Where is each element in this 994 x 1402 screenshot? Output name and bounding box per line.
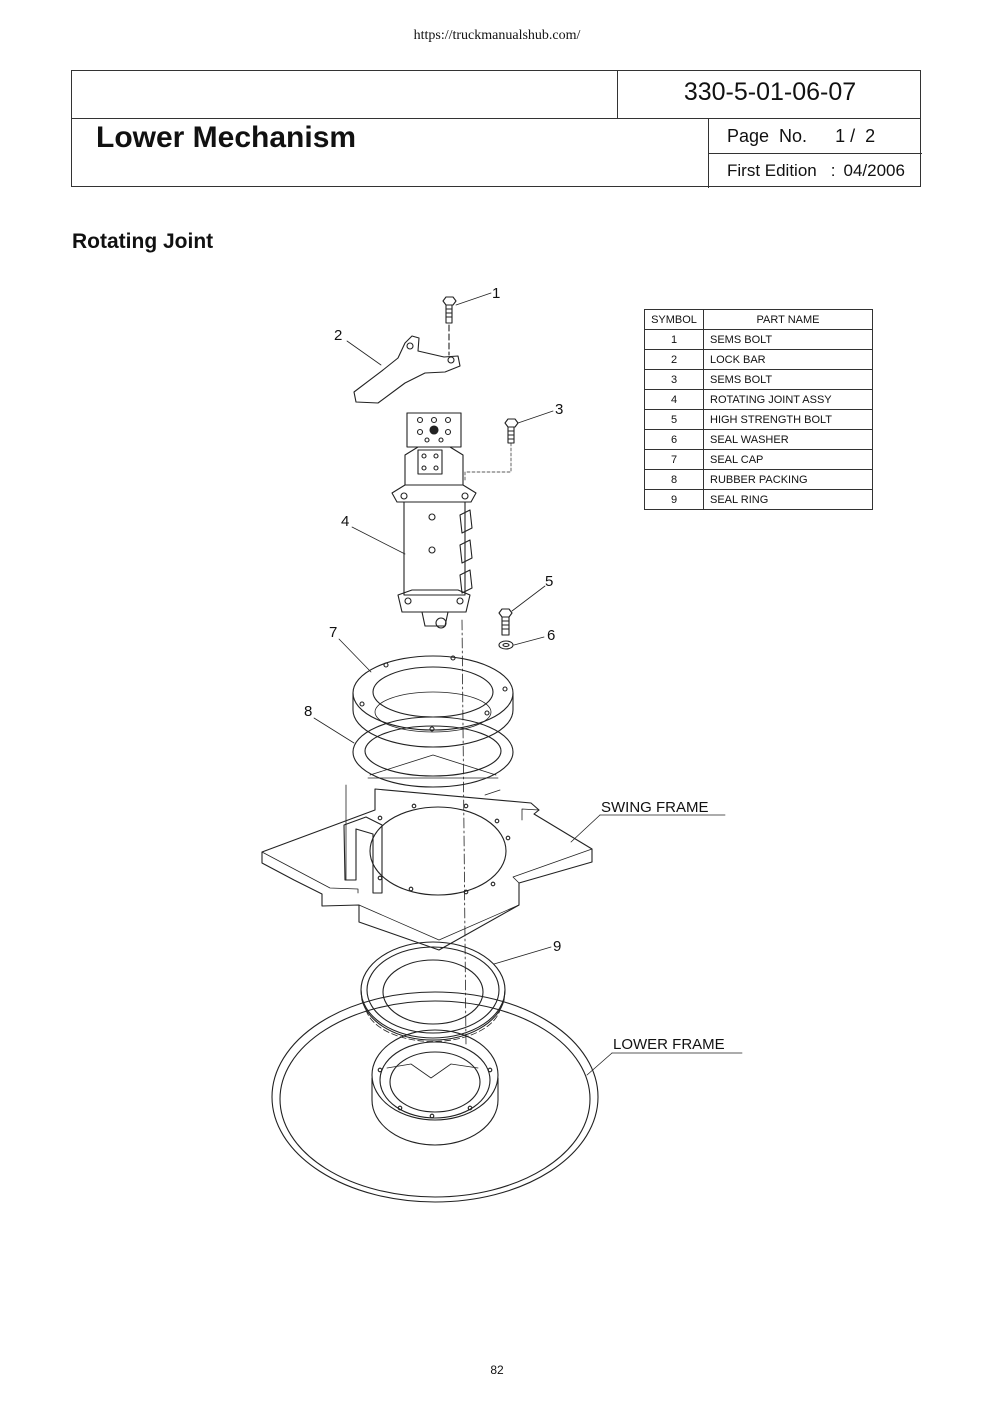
swing-frame-part [261, 784, 593, 951]
part-name-cell: SEAL RING [703, 489, 873, 510]
callout-5: 5 [545, 573, 553, 590]
symbol-header: SYMBOL [644, 309, 704, 330]
part-name-cell: SEMS BOLT [703, 329, 873, 350]
lower-frame-part [271, 991, 599, 1203]
high-strength-bolt-part [498, 608, 513, 636]
part-name-cell: RUBBER PACKING [703, 469, 873, 490]
document-number: 330-5-01-06-07 [683, 78, 857, 106]
part-name-cell: SEMS BOLT [703, 369, 873, 390]
rotating-joint-assy-part [391, 412, 477, 629]
callout-6: 6 [547, 627, 555, 644]
sems-bolt-1-part [442, 296, 457, 324]
page-label: Page No. [727, 126, 808, 146]
page-value: 1 / 2 [835, 126, 876, 146]
swing-frame-label: SWING FRAME [601, 799, 709, 816]
table-header-row: SYMBOL PART NAME [644, 309, 873, 330]
leader-lines [313, 292, 743, 1076]
seal-cap-part [352, 655, 514, 748]
edition-colon: : [830, 161, 836, 180]
page-title: Lower Mechanism [96, 121, 357, 154]
part-name-cell: SEAL WASHER [703, 429, 873, 450]
edition-field: First Edition:04/2006 [727, 161, 905, 181]
callout-4: 4 [341, 513, 349, 530]
callout-2: 2 [334, 327, 342, 344]
title-block: 330-5-01-06-07 Lower Mechanism Page No. 1… [71, 70, 922, 188]
sems-bolt-3-part [464, 418, 519, 481]
page-number: 82 [490, 1363, 504, 1377]
callout-1: 1 [492, 285, 500, 302]
section-title: Rotating Joint [72, 230, 214, 253]
source-url: https://truckmanualshub.com/ [413, 28, 581, 43]
edition-label: First Edition [727, 161, 817, 180]
rubber-packing-part [352, 716, 514, 788]
lock-bar-part [353, 335, 461, 404]
seal-washer-part [498, 640, 514, 650]
edition-value: 04/2006 [843, 161, 905, 180]
callout-3: 3 [555, 401, 563, 418]
callout-9: 9 [553, 938, 561, 955]
seal-ring-part [360, 941, 506, 1042]
callout-8: 8 [304, 703, 312, 720]
callout-7: 7 [329, 624, 337, 641]
page-number-field: Page No. 1 / 2 [727, 126, 875, 147]
lower-frame-label: LOWER FRAME [613, 1036, 725, 1053]
part-name-cell: HIGH STRENGTH BOLT [703, 409, 873, 430]
